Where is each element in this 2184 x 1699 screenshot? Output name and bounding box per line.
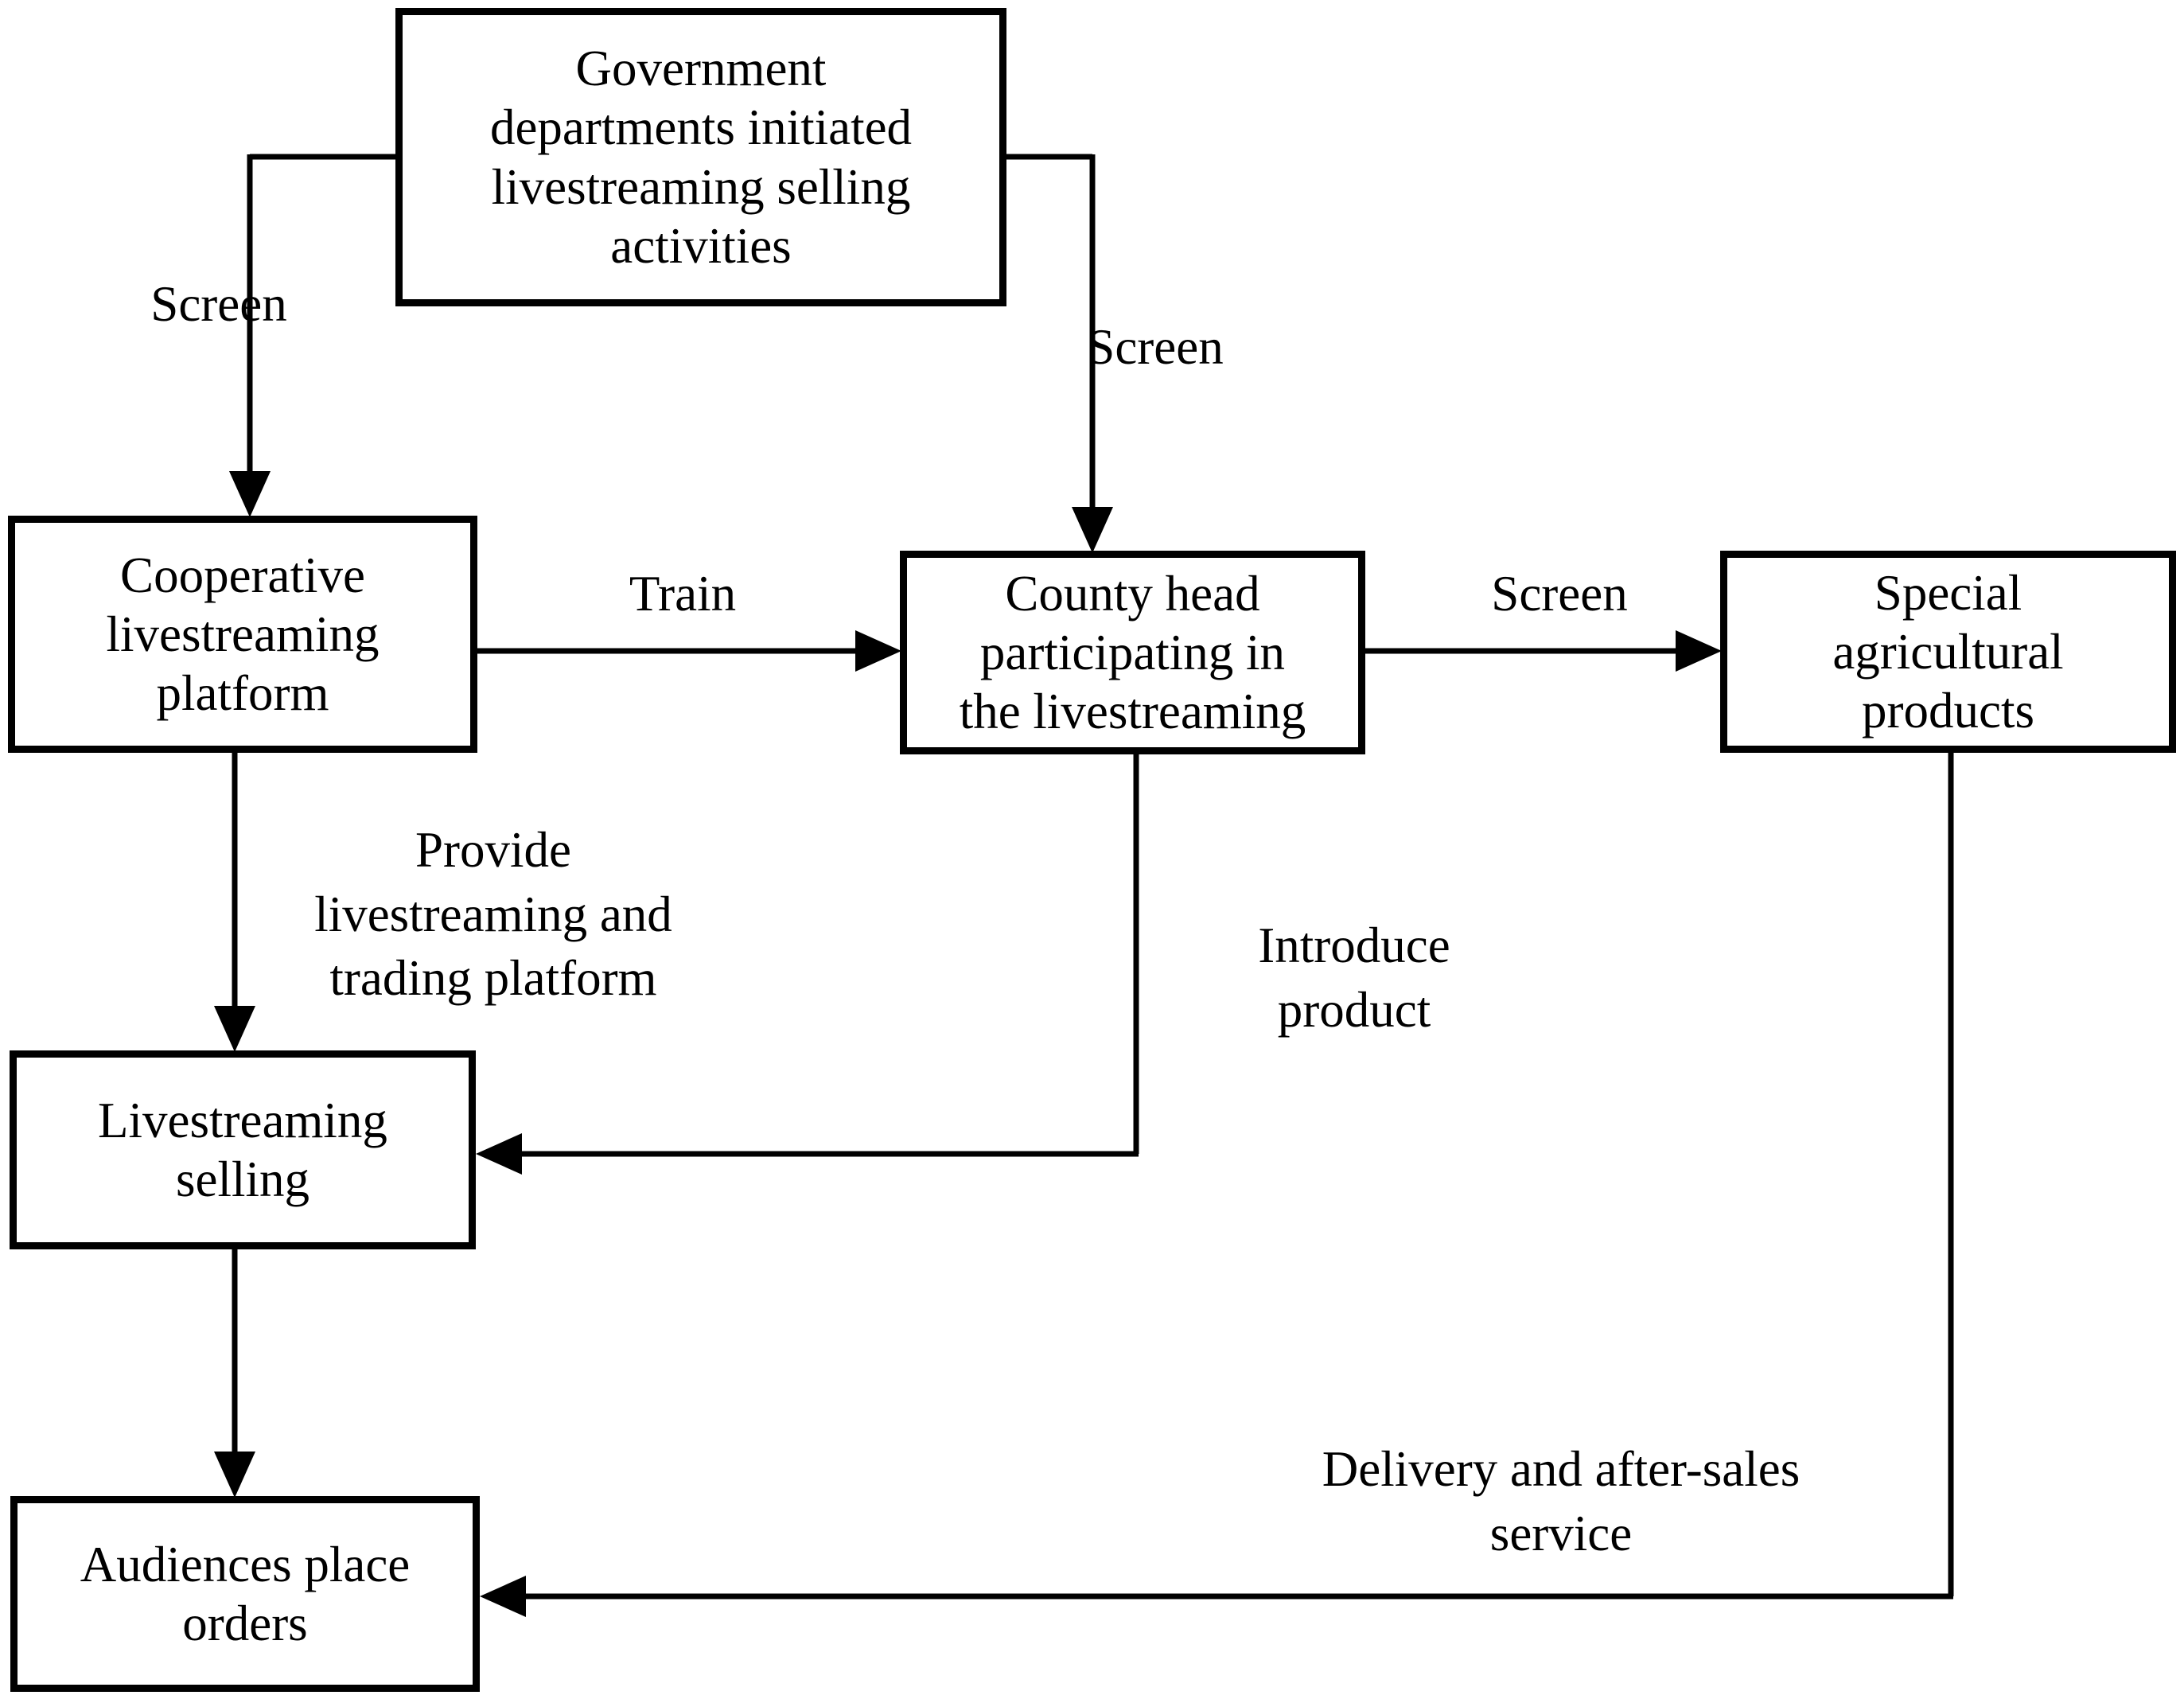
- arrowhead-down-county: [1072, 507, 1113, 553]
- edge-label-introduce-product: Introduce product: [1258, 918, 1450, 1038]
- edge-label-provide-platform: Provide livestreaming and trading platfo…: [314, 822, 672, 1007]
- arrowhead-left-selling: [476, 1133, 522, 1175]
- arrowhead-down-audiences: [214, 1452, 255, 1498]
- arrowhead-right-county: [855, 630, 901, 672]
- node-audiences-orders: Audiences place orders: [10, 1496, 480, 1692]
- node-government: Government departments initiated livestr…: [395, 8, 1006, 306]
- arrowhead-down-selling: [214, 1006, 255, 1052]
- node-special-products: Special agricultural products: [1720, 551, 2176, 753]
- arrowhead-right-special: [1676, 630, 1722, 672]
- node-county-head: County head participating in the livestr…: [900, 551, 1365, 754]
- edge-label-delivery-service: Delivery and after-sales service: [1322, 1441, 1801, 1561]
- node-cooperative-platform: Cooperative livestreaming platform: [8, 516, 477, 753]
- edge-label-screen-left: Screen: [150, 276, 287, 332]
- node-livestreaming-selling: Livestreaming selling: [10, 1050, 476, 1249]
- arrowhead-left-audiences: [480, 1576, 526, 1617]
- arrowhead-down-cooperative: [229, 471, 271, 517]
- edge-label-screen-products: Screen: [1491, 566, 1628, 622]
- edge-label-screen-right: Screen: [1087, 319, 1224, 375]
- edge-label-train: Train: [629, 566, 737, 622]
